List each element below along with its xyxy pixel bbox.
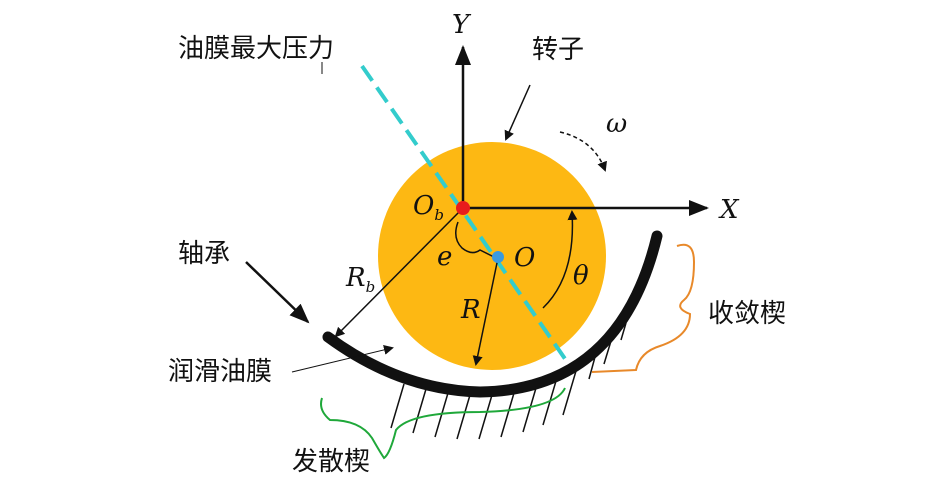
lubricating-film-label: 润滑油膜 (168, 357, 272, 387)
o-label: O (514, 243, 535, 273)
converging-wedge-label: 收敛楔 (708, 299, 786, 329)
omega-label: ω (606, 109, 627, 139)
ob-point (456, 201, 470, 215)
r-label: R (460, 295, 481, 325)
bearing-pointer (245, 261, 310, 324)
rotor-pointer (504, 84, 531, 141)
rotor-label: 转子 (532, 35, 584, 65)
eccentricity-label: e (437, 242, 452, 272)
o-point (492, 251, 504, 263)
max-pressure-line (360, 64, 572, 368)
diverging-wedge-label: 发散楔 (292, 447, 370, 477)
rb-label: Rb (345, 263, 375, 296)
r-line (472, 257, 499, 366)
bearing-arc (322, 230, 663, 398)
theta-arc (542, 210, 578, 309)
ob-label: Ob (413, 191, 444, 224)
bearing-label: 轴承 (178, 239, 230, 269)
rb-line (334, 207, 464, 338)
y-axis-label: Y (452, 10, 472, 40)
max-pressure-label: 油膜最大压力 (178, 34, 334, 64)
omega-arc (559, 131, 607, 172)
converging-wedge-brace (591, 243, 696, 373)
lubricating-film-pointer (291, 345, 394, 373)
hatching (390, 322, 627, 440)
x-axis-label: X (718, 195, 740, 225)
diverging-wedge-brace (320, 387, 566, 460)
theta-label: θ (573, 261, 589, 291)
eccentricity-brace (455, 221, 497, 259)
